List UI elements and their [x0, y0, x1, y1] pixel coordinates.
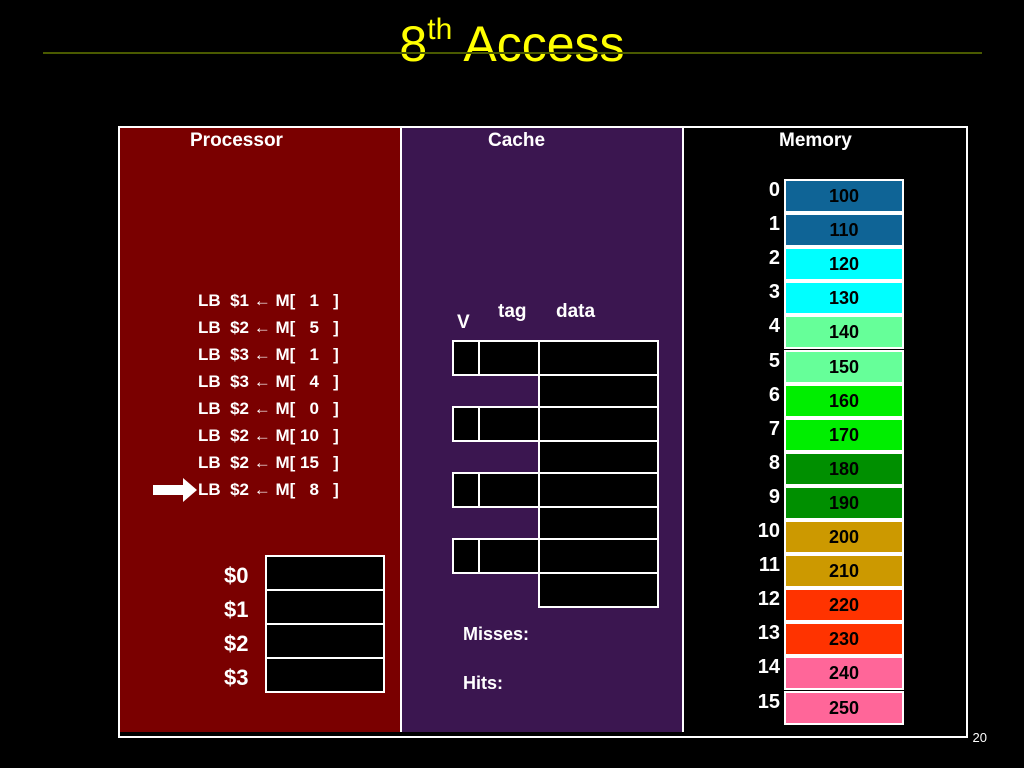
memory-address: 12: [757, 588, 780, 611]
cache-header: Cache: [488, 130, 546, 151]
data-cell: [538, 374, 659, 410]
data-cell: [538, 506, 659, 542]
memory-address: 3: [768, 281, 780, 304]
instruction-row: LB $2 ← M[ 8 ]: [198, 480, 339, 499]
memory-cell: 210: [784, 554, 904, 589]
memory-address: 4: [768, 315, 780, 338]
memory-address: 5: [768, 349, 780, 372]
instruction-row: LB $1 ← M[ 1 ]: [198, 291, 339, 310]
memory-cell: 220: [784, 588, 904, 623]
memory-address: 9: [768, 485, 780, 508]
memory-address: 15: [757, 690, 780, 713]
misses-label: Misses:: [463, 624, 530, 644]
panel-divider: [682, 128, 684, 732]
data-header: data: [556, 301, 596, 322]
current-instruction-arrow-icon: [153, 478, 197, 502]
title-underline: [43, 52, 982, 54]
memory-address: 0: [768, 179, 780, 201]
valid-bit-cell: [452, 538, 480, 574]
memory-cell: 100: [784, 179, 904, 213]
tag-cell: [478, 340, 540, 376]
slide-title: 8th Access: [399, 13, 625, 72]
data-cell: [538, 538, 659, 574]
register-box: [265, 555, 385, 591]
memory-cell: 250: [784, 690, 904, 725]
memory-address: 13: [757, 622, 780, 645]
register-label: $2: [224, 631, 249, 656]
register-box: [265, 589, 385, 625]
instruction-row: LB $3 ← M[ 1 ]: [198, 345, 339, 364]
memory-cell: 180: [784, 451, 904, 486]
memory-address: 10: [757, 520, 780, 542]
tag-cell: [478, 472, 540, 508]
memory-cell: 230: [784, 622, 904, 657]
instruction-row: LB $2 ← M[ 5 ]: [198, 318, 339, 337]
memory-cell: 170: [784, 417, 904, 452]
register-box: [265, 623, 385, 659]
register-box: [265, 657, 385, 693]
register-label: $1: [224, 597, 249, 622]
memory-cell: 240: [784, 656, 904, 691]
memory-cell: 190: [784, 485, 904, 520]
memory-address: 6: [768, 383, 780, 406]
data-cell: [538, 572, 659, 608]
instruction-row: LB $2 ← M[ 0 ]: [198, 399, 339, 418]
processor-header: Processor: [190, 130, 283, 151]
tag-cell: [478, 538, 540, 574]
memory-cell: 150: [784, 349, 904, 384]
data-cell: [538, 440, 659, 476]
memory-cell: 110: [784, 213, 904, 248]
instruction-row: LB $3 ← M[ 4 ]: [198, 372, 339, 391]
instruction-row: LB $2 ← M[ 15 ]: [198, 453, 339, 472]
data-cell: [538, 406, 659, 442]
register-label: $3: [224, 665, 249, 690]
memory-address: 7: [768, 417, 780, 440]
memory-address: 14: [757, 656, 780, 679]
data-cell: [538, 472, 659, 508]
memory-cell: 200: [784, 520, 904, 554]
data-cell: [538, 340, 659, 376]
valid-bit-cell: [452, 406, 480, 442]
valid-bit-cell: [452, 340, 480, 376]
panel-divider: [400, 128, 402, 732]
memory-cell: 130: [784, 281, 904, 316]
memory-header: Memory: [779, 130, 852, 151]
tag-cell: [478, 406, 540, 442]
memory-cell: 120: [784, 247, 904, 282]
memory-address: 8: [768, 451, 780, 474]
register-label: $0: [224, 563, 249, 588]
memory-address: 2: [768, 247, 780, 270]
memory-cell: 160: [784, 383, 904, 418]
valid-bit-cell: [452, 472, 480, 508]
valid-bit-header: V: [457, 312, 470, 333]
memory-address: 1: [768, 213, 780, 236]
instruction-row: LB $2 ← M[ 10 ]: [198, 426, 339, 445]
diagram-frame: [118, 126, 968, 738]
memory-cell: 140: [784, 315, 904, 350]
page-number: 20: [972, 730, 987, 745]
hits-label: Hits:: [463, 673, 503, 693]
tag-header: tag: [498, 301, 527, 322]
memory-address: 11: [758, 554, 780, 577]
